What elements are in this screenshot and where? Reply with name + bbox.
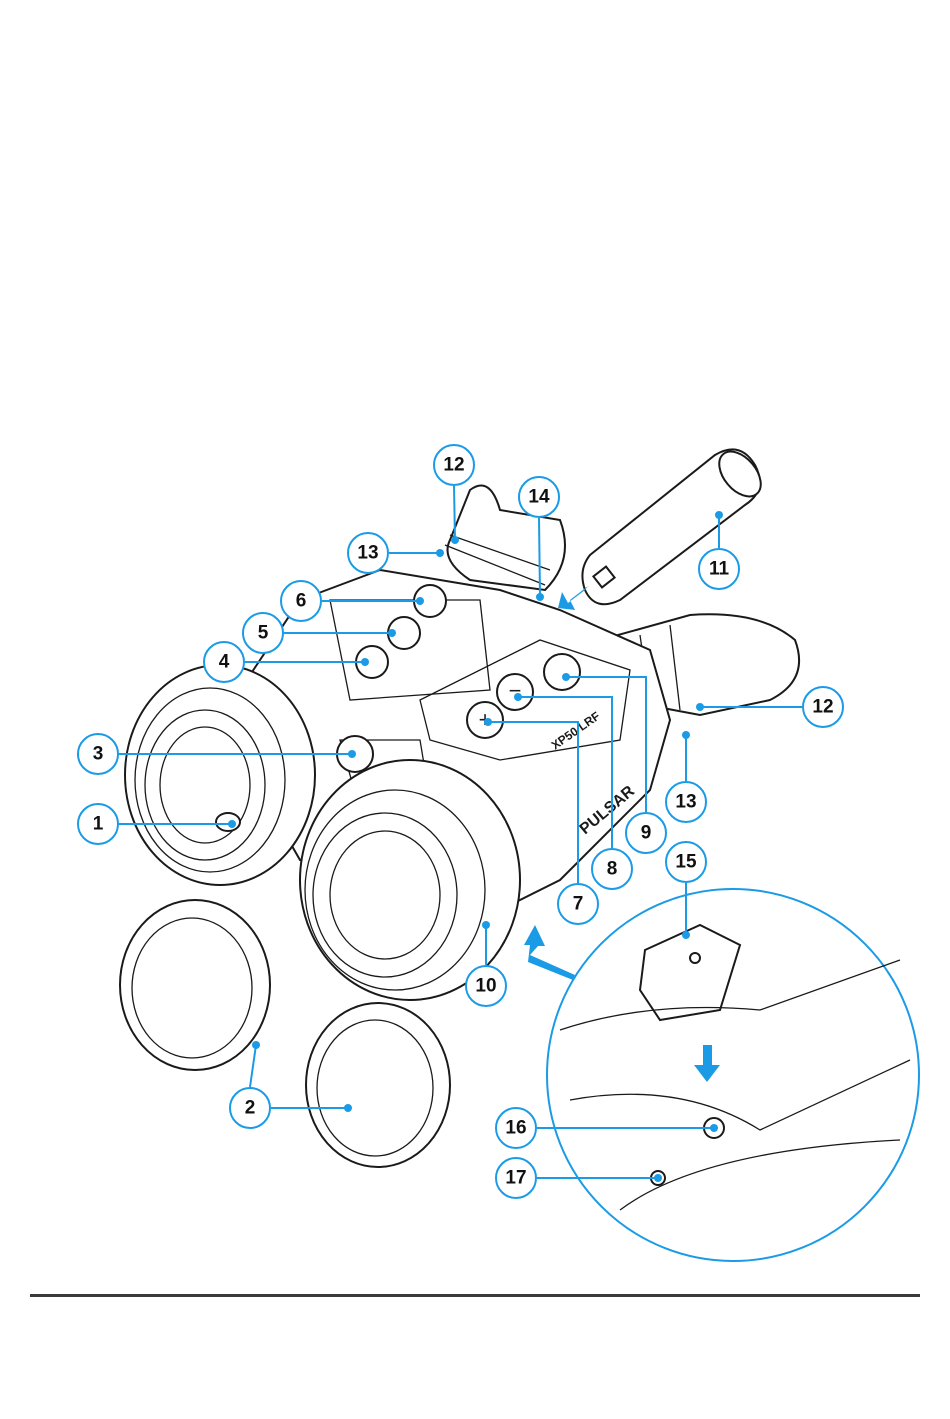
- left-objective-lens-illustration: [124, 664, 316, 886]
- svg-text:10: 10: [475, 976, 496, 997]
- svg-text:6: 6: [296, 591, 307, 612]
- attach-down-arrow-icon: [694, 1045, 720, 1082]
- svg-text:2: 2: [245, 1098, 256, 1119]
- svg-text:11: 11: [709, 559, 730, 580]
- svg-text:1: 1: [93, 814, 104, 835]
- battery-insert-arrow-icon: [558, 586, 588, 610]
- svg-text:17: 17: [505, 1168, 526, 1189]
- callout-15: 15: [665, 841, 707, 883]
- arrows: [524, 586, 720, 1082]
- svg-text:7: 7: [573, 894, 584, 915]
- callout-4: 4: [203, 641, 245, 683]
- callout-1: 1: [77, 803, 119, 845]
- svg-text:4: 4: [219, 652, 230, 673]
- svg-text:9: 9: [641, 823, 652, 844]
- callout-10: 10: [465, 965, 507, 1007]
- callout-13-right: 13: [665, 781, 707, 823]
- battery-illustration: [581, 448, 762, 606]
- callout-7: 7: [557, 883, 599, 925]
- leader-dots: [228, 511, 723, 1182]
- svg-text:13: 13: [357, 543, 378, 564]
- svg-text:13: 13: [675, 792, 696, 813]
- callout-3: 3: [77, 733, 119, 775]
- svg-text:16: 16: [505, 1118, 526, 1139]
- callout-17: 17: [495, 1157, 537, 1199]
- tripod-adapter-inset: [546, 888, 920, 1262]
- callout-8: 8: [591, 848, 633, 890]
- callout-2: 2: [229, 1087, 271, 1129]
- callout-13-left: 13: [347, 532, 389, 574]
- callout-11: 11: [698, 548, 740, 590]
- leader-lines: [119, 485, 802, 1179]
- svg-text:3: 3: [93, 744, 104, 765]
- callout-14: 14: [518, 476, 560, 518]
- callout-9: 9: [625, 812, 667, 854]
- callout-5: 5: [242, 612, 284, 654]
- callout-12-top: 12: [433, 444, 475, 486]
- callout-6: 6: [280, 580, 322, 622]
- svg-text:15: 15: [675, 852, 697, 873]
- inset-arrow-icon: [524, 925, 575, 980]
- footer-divider: [30, 1294, 920, 1297]
- callout-12-right: 12: [802, 686, 844, 728]
- svg-text:8: 8: [607, 859, 618, 880]
- left-eyepiece-illustration: [444, 484, 566, 592]
- lens-covers-illustration: [119, 899, 451, 1168]
- svg-text:12: 12: [812, 697, 833, 718]
- svg-text:5: 5: [258, 623, 269, 644]
- svg-text:12: 12: [443, 455, 464, 476]
- svg-text:14: 14: [528, 487, 550, 508]
- callout-16: 16: [495, 1107, 537, 1149]
- right-objective-lens-illustration: [299, 759, 521, 1001]
